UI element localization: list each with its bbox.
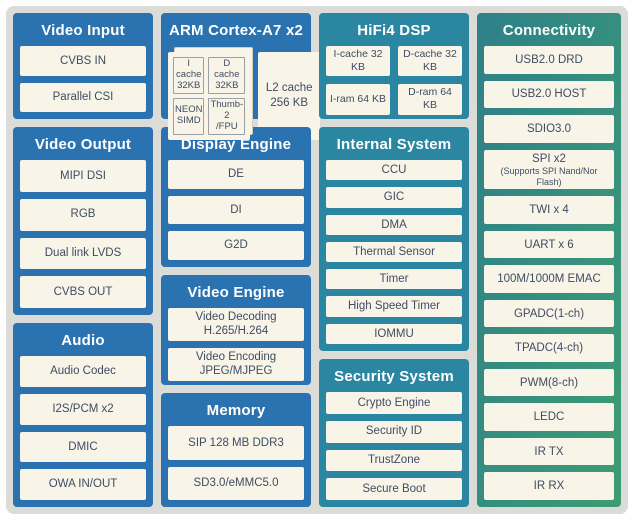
block-internal-system: Internal System CCU GIC DMA Thermal Sens… [319, 127, 469, 351]
video-input-boxes: CVBS IN Parallel CSI [20, 46, 146, 112]
block-memory: Memory SIP 128 MB DDR3 SD3.0/eMMC5.0 [161, 393, 311, 507]
block-connectivity: Connectivity USB2.0 DRD USB2.0 HOST SDIO… [477, 13, 621, 507]
box-i2s-pcm: I2S/PCM x2 [20, 393, 146, 425]
box-gic: GIC [326, 187, 462, 208]
connectivity-boxes: USB2.0 DRD USB2.0 HOST SDIO3.0 SPI x2 (S… [484, 46, 614, 500]
box-pwm: PWM(8-ch) [484, 368, 614, 397]
box-gpadc: GPADC(1-ch) [484, 299, 614, 328]
column-2: ARM Cortex-A7 x2 I cache 32KB D cache 32… [161, 13, 321, 507]
block-hifi4-dsp: HiFi4 DSP I-cache 32 KB D-cache 32 KB I-… [319, 13, 469, 119]
box-owa-in-out: OWA IN/OUT [20, 469, 146, 500]
box-dual-link-lvds: Dual link LVDS [20, 237, 146, 270]
video-input-title: Video Input [41, 22, 125, 39]
box-dsp-i-ram: I-ram 64 KB [326, 84, 390, 115]
box-ccu: CCU [326, 160, 462, 181]
arm-cache-grid: I cache 32KB D cache 32KB NEON SIMD Thum… [168, 52, 251, 140]
hifi4-dsp-boxes: I-cache 32 KB D-cache 32 KB I-ram 64 KB … [326, 46, 462, 115]
box-dma: DMA [326, 214, 462, 235]
arm-cortex-title: ARM Cortex-A7 x2 [168, 22, 304, 39]
box-video-encoding: Video Encoding JPEG/MJPEG [168, 347, 304, 381]
box-thermal-sensor: Thermal Sensor [326, 241, 462, 263]
box-dsp-i-cache: I-cache 32 KB [326, 46, 390, 77]
box-timer: Timer [326, 269, 462, 290]
box-de: DE [168, 160, 304, 189]
video-output-title: Video Output [34, 136, 132, 153]
box-cvbs-out: CVBS OUT [20, 276, 146, 308]
box-dsp-d-ram: D-ram 64 KB [398, 84, 462, 115]
box-d-cache: D cache 32KB [208, 57, 246, 94]
box-spi-x2: SPI x2 (Supports SPI Nand/Nor Flash) [484, 149, 614, 190]
box-video-decoding: Video Decoding H.265/H.264 [168, 308, 304, 341]
box-parallel-csi: Parallel CSI [20, 82, 146, 112]
security-system-boxes: Crypto Engine Security ID TrustZone Secu… [326, 392, 462, 500]
display-engine-title: Display Engine [180, 136, 292, 153]
connectivity-title: Connectivity [502, 22, 596, 39]
box-crypto-engine: Crypto Engine [326, 392, 462, 414]
box-dsp-d-cache: D-cache 32 KB [398, 46, 462, 77]
box-ledc: LEDC [484, 403, 614, 431]
box-dmic: DMIC [20, 431, 146, 463]
box-di: DI [168, 195, 304, 225]
box-cvbs-in: CVBS IN [20, 46, 146, 76]
block-audio: Audio Audio Codec I2S/PCM x2 DMIC OWA IN… [13, 323, 153, 507]
box-rgb: RGB [20, 198, 146, 231]
hifi4-dsp-title: HiFi4 DSP [357, 22, 431, 39]
memory-title: Memory [206, 402, 266, 419]
video-output-boxes: MIPI DSI RGB Dual link LVDS CVBS OUT [20, 160, 146, 308]
box-mipi-dsi: MIPI DSI [20, 160, 146, 192]
box-uart-x6: UART x 6 [484, 230, 614, 259]
box-twi-x4: TWI x 4 [484, 196, 614, 224]
box-sd-emmc: SD3.0/eMMC5.0 [168, 466, 304, 500]
box-g2d: G2D [168, 231, 304, 261]
spi-label: SPI x2 [532, 152, 566, 165]
memory-boxes: SIP 128 MB DDR3 SD3.0/eMMC5.0 [168, 426, 304, 500]
box-thumb2-fpu: Thumb-2 /FPU [208, 97, 246, 135]
box-secure-boot: Secure Boot [326, 478, 462, 500]
box-ir-tx: IR TX [484, 437, 614, 466]
block-video-engine: Video Engine Video Decoding H.265/H.264 … [161, 275, 311, 385]
block-video-input: Video Input CVBS IN Parallel CSI [13, 13, 153, 119]
box-security-id: Security ID [326, 420, 462, 443]
box-i-cache: I cache 32KB [173, 57, 205, 94]
display-engine-boxes: DE DI G2D [168, 160, 304, 261]
diagram-panel: Video Input CVBS IN Parallel CSI Video O… [6, 6, 628, 514]
column-4: Connectivity USB2.0 DRD USB2.0 HOST SDIO… [477, 13, 621, 507]
box-sip-ddr3: SIP 128 MB DDR3 [168, 426, 304, 460]
video-engine-title: Video Engine [187, 284, 285, 301]
video-engine-boxes: Video Decoding H.265/H.264 Video Encodin… [168, 308, 304, 381]
block-video-output: Video Output MIPI DSI RGB Dual link LVDS… [13, 127, 153, 315]
box-tpadc: TPADC(4-ch) [484, 334, 614, 362]
box-ir-rx: IR RX [484, 472, 614, 500]
security-system-title: Security System [334, 368, 454, 385]
box-usb2-host: USB2.0 HOST [484, 80, 614, 108]
block-security-system: Security System Crypto Engine Security I… [319, 359, 469, 507]
box-sdio3: SDIO3.0 [484, 115, 614, 143]
box-usb2-drd: USB2.0 DRD [484, 46, 614, 74]
box-audio-codec: Audio Codec [20, 356, 146, 387]
column-3: HiFi4 DSP I-cache 32 KB D-cache 32 KB I-… [319, 13, 469, 507]
box-l2-cache: L2 cache 256 KB [258, 52, 321, 140]
column-1: Video Input CVBS IN Parallel CSI Video O… [13, 13, 153, 507]
box-neon-simd: NEON SIMD [173, 97, 205, 135]
arm-cortex-content: I cache 32KB D cache 32KB NEON SIMD Thum… [168, 47, 321, 140]
block-display-engine: Display Engine DE DI G2D [161, 127, 311, 267]
internal-system-title: Internal System [336, 136, 452, 153]
box-iommu: IOMMU [326, 323, 462, 344]
block-arm-cortex: ARM Cortex-A7 x2 I cache 32KB D cache 32… [161, 13, 321, 140]
box-trustzone: TrustZone [326, 449, 462, 472]
audio-title: Audio [61, 332, 105, 349]
arm-cache-stack: I cache 32KB D cache 32KB NEON SIMD Thum… [168, 47, 254, 140]
box-high-speed-timer: High Speed Timer [326, 296, 462, 317]
internal-system-boxes: CCU GIC DMA Thermal Sensor Timer High Sp… [326, 160, 462, 344]
audio-boxes: Audio Codec I2S/PCM x2 DMIC OWA IN/OUT [20, 356, 146, 500]
spi-sub-label: (Supports SPI Nand/Nor Flash) [500, 165, 598, 187]
box-emac: 100M/1000M EMAC [484, 265, 614, 293]
